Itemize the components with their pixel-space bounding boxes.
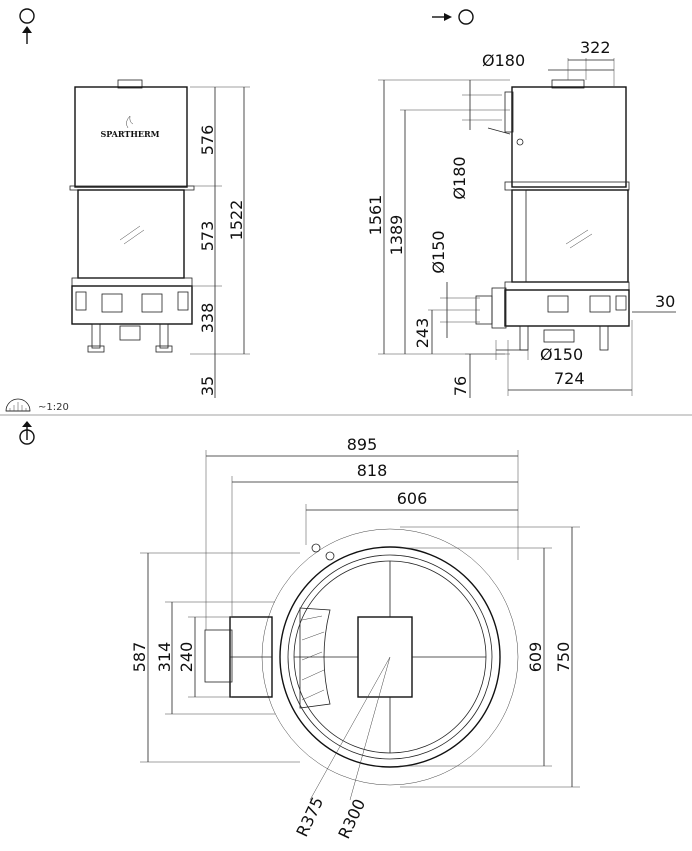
dim-609: 609 <box>526 642 545 673</box>
dim-1561: 1561 <box>366 195 385 236</box>
dim-1522: 1522 <box>227 200 246 241</box>
dim-724: 724 <box>554 369 585 388</box>
side-view <box>475 79 630 351</box>
brand-logo: SPARTHERM <box>100 129 159 139</box>
dim-606: 606 <box>397 489 428 508</box>
dim-1389: 1389 <box>387 215 406 256</box>
dim-d150-bottom: Ø150 <box>540 345 583 364</box>
dim-30: 30 <box>655 292 675 311</box>
side-dimensions: 1561 1389 Ø180 322 Ø180 Ø150 243 76 Ø150… <box>366 38 676 398</box>
dim-240: 240 <box>177 642 196 673</box>
dim-76: 76 <box>451 376 470 396</box>
dim-587: 587 <box>130 642 149 673</box>
dim-r300: R300 <box>334 796 369 842</box>
dim-d180-top: Ø180 <box>482 51 525 70</box>
top-view-icon <box>19 421 35 445</box>
scale-ruler-icon <box>5 398 31 412</box>
dim-35: 35 <box>198 376 217 396</box>
dim-895: 895 <box>347 435 378 454</box>
plan-view <box>204 528 519 801</box>
dim-576: 576 <box>198 125 217 156</box>
front-view-icon <box>19 8 35 44</box>
dim-322: 322 <box>580 38 611 57</box>
scale-label: ~1:20 <box>38 402 69 413</box>
dim-314: 314 <box>155 642 174 673</box>
dim-573: 573 <box>198 221 217 252</box>
side-view-icon <box>432 9 474 25</box>
dim-d150-side: Ø150 <box>429 230 448 273</box>
dim-818: 818 <box>357 461 388 480</box>
front-view: SPARTHERM <box>69 79 195 353</box>
front-dimensions: 576 573 1522 338 35 <box>190 86 250 398</box>
dim-750: 750 <box>554 642 573 673</box>
dim-338: 338 <box>198 303 217 334</box>
plan-dimensions: 895 818 606 587 314 240 609 750 R375 R30… <box>130 435 580 842</box>
dim-d180-side: Ø180 <box>450 156 469 199</box>
dim-243: 243 <box>413 318 432 349</box>
dim-r375: R375 <box>292 794 327 840</box>
